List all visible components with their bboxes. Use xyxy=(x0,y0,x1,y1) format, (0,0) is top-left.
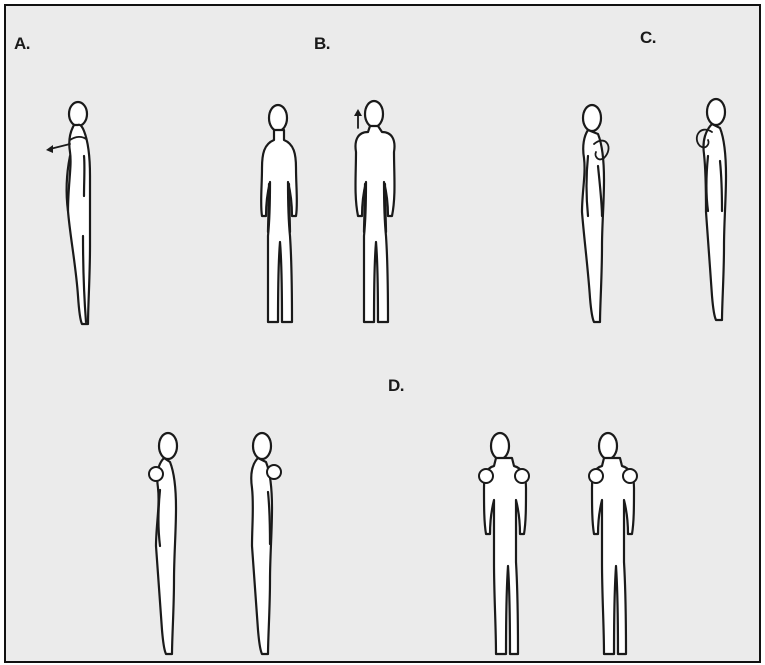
figure-c-side-roll-1 xyxy=(582,105,604,322)
figure-b-front-neutral xyxy=(261,105,297,322)
elevation-arrow-icon xyxy=(354,109,362,128)
figure-d-side-1 xyxy=(156,433,177,654)
shoulder-circle-icon xyxy=(267,465,281,479)
figure-a-side xyxy=(67,102,90,324)
shoulder-circle-icon xyxy=(149,467,163,481)
diagram-frame: A. B. C. D. xyxy=(4,4,761,663)
figure-d-front-2 xyxy=(592,433,634,654)
figures-canvas xyxy=(6,6,759,661)
figure-b-front-elevated xyxy=(356,101,395,322)
figure-d-front-1 xyxy=(484,433,526,654)
figure-c-side-roll-2 xyxy=(703,99,726,320)
